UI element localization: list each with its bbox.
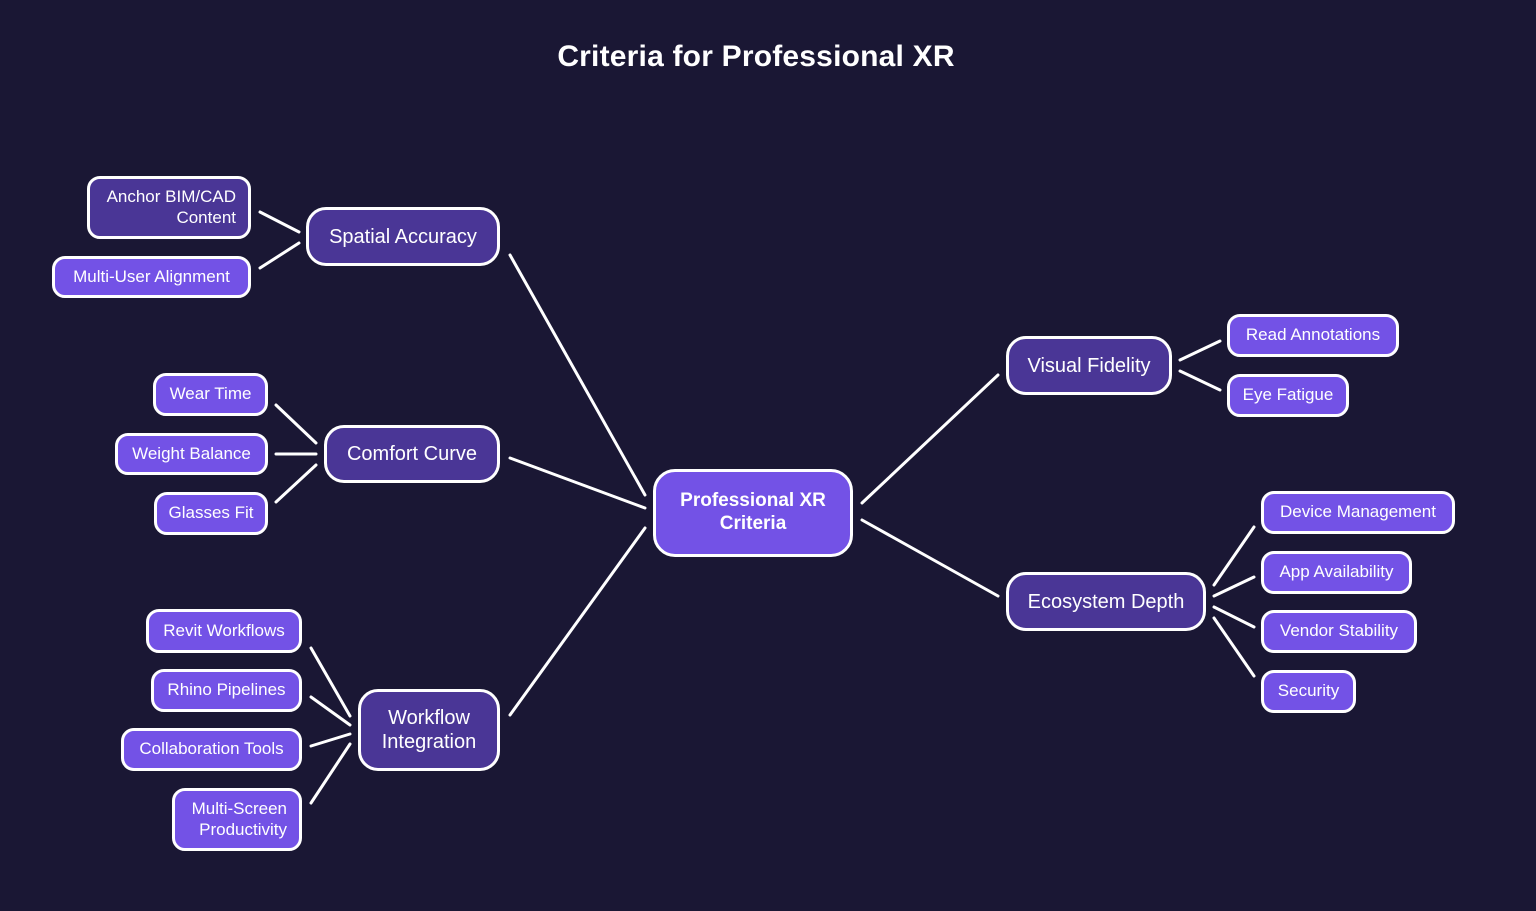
leaf-security: Security: [1261, 670, 1356, 713]
link-center-spatial: [508, 253, 647, 497]
link-comfort-glasses: [274, 463, 318, 504]
link-spatial-multiuser: [258, 241, 301, 270]
leaf-app-availability: App Availability: [1261, 551, 1412, 594]
link-workflow-multiscreen: [309, 742, 352, 805]
leaf-revit-workflows: Revit Workflows: [146, 609, 302, 653]
leaf-multi-screen-productivity: Multi-Screen Productivity: [172, 788, 302, 851]
leaf-vendor-stability: Vendor Stability: [1261, 610, 1417, 653]
leaf-collaboration-tools: Collaboration Tools: [121, 728, 302, 771]
leaf-read-annotations: Read Annotations: [1227, 314, 1399, 357]
link-eco-vendor: [1212, 605, 1256, 629]
link-workflow-collab: [309, 732, 352, 748]
leaf-multi-user-alignment: Multi-User Alignment: [52, 256, 251, 298]
leaf-weight-balance: Weight Balance: [115, 433, 268, 475]
leaf-device-management: Device Management: [1261, 491, 1455, 534]
link-workflow-revit: [309, 646, 352, 718]
leaf-glasses-fit: Glasses Fit: [154, 492, 268, 535]
branch-spatial-accuracy: Spatial Accuracy: [306, 207, 500, 266]
diagram-title: Criteria for Professional XR: [557, 40, 955, 73]
link-comfort-weartime: [274, 403, 318, 445]
center-node: Professional XR Criteria: [653, 469, 853, 557]
link-visual-read: [1178, 339, 1222, 362]
link-center-comfort: [508, 456, 647, 510]
link-center-workflow: [508, 526, 647, 717]
branch-workflow-integration: Workflow Integration: [358, 689, 500, 771]
branch-ecosystem-depth: Ecosystem Depth: [1006, 572, 1206, 631]
branch-visual-fidelity: Visual Fidelity: [1006, 336, 1172, 395]
leaf-eye-fatigue: Eye Fatigue: [1227, 374, 1349, 417]
leaf-wear-time: Wear Time: [153, 373, 268, 416]
leaf-anchor-bim-cad-content: Anchor BIM/CAD Content: [87, 176, 251, 239]
link-visual-eye: [1178, 369, 1222, 392]
branch-comfort-curve: Comfort Curve: [324, 425, 500, 483]
link-center-ecosystem: [860, 518, 1000, 598]
link-spatial-anchor: [258, 210, 301, 234]
link-eco-device: [1212, 525, 1256, 587]
link-eco-app: [1212, 575, 1256, 598]
link-center-visual: [860, 373, 1000, 505]
link-workflow-rhino: [309, 695, 352, 727]
leaf-rhino-pipelines: Rhino Pipelines: [151, 669, 302, 712]
link-eco-security: [1212, 616, 1256, 678]
